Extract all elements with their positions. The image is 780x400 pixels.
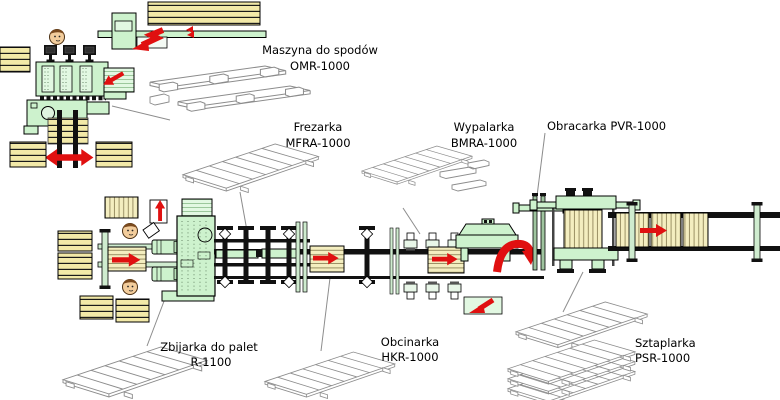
rail bbox=[214, 263, 310, 267]
label-wypalarka-name: Wypalarka bbox=[454, 120, 515, 134]
burning-section-wypalarka bbox=[359, 226, 465, 300]
flow-arrow-left-icon bbox=[187, 31, 194, 38]
label-zbijarka-name: Zbijarka do palet bbox=[160, 340, 258, 354]
machine-labels: Maszyna do spodów OMR-1000 Frezarka MFRA… bbox=[160, 43, 695, 369]
leader-line bbox=[111, 105, 171, 121]
nailing-machine-zbijarka bbox=[57, 196, 216, 323]
label-wypalarka-model: BMRA-1000 bbox=[451, 136, 517, 150]
label-sztaplarka-name: Sztaplarka bbox=[635, 336, 696, 350]
label-sztaplarka-model: PSR-1000 bbox=[635, 351, 690, 365]
label-obcinarka-name: Obcinarka bbox=[381, 335, 439, 349]
stacker-bottom-plate bbox=[553, 247, 619, 261]
turner-dome bbox=[458, 223, 517, 236]
sketch-block bbox=[149, 93, 170, 106]
label-obcinarka-model: HKR-1000 bbox=[381, 350, 438, 364]
stacker-sztaplarka bbox=[529, 188, 641, 273]
label-omr-model: OMR-1000 bbox=[290, 59, 350, 73]
leader-lines bbox=[111, 105, 584, 352]
presser-unit bbox=[151, 239, 181, 255]
lumber-stack bbox=[57, 230, 93, 252]
output-conveyor bbox=[608, 201, 780, 263]
gate-post bbox=[295, 221, 301, 293]
flow-arrow-left-icon bbox=[186, 26, 193, 33]
label-obracarka: Obracarka PVR-1000 bbox=[547, 119, 666, 133]
board-piece bbox=[142, 221, 161, 239]
leader-line bbox=[402, 207, 421, 235]
presser-unit bbox=[151, 266, 181, 282]
infeed-conveyor bbox=[97, 30, 267, 38]
lumber-stack bbox=[9, 141, 47, 168]
label-omr-name: Maszyna do spodów bbox=[262, 43, 378, 57]
worker-head-icon bbox=[122, 278, 138, 295]
leader-line bbox=[562, 271, 584, 313]
lumber-stack bbox=[147, 1, 261, 26]
label-frezarka-model: MFRA-1000 bbox=[285, 136, 350, 150]
rail bbox=[608, 246, 780, 251]
pallet-block bbox=[309, 245, 345, 273]
pusher-cylinder bbox=[215, 249, 259, 259]
frame-post bbox=[389, 227, 394, 295]
lumber-stack bbox=[0, 46, 31, 73]
lumber-stack bbox=[95, 141, 133, 168]
label-frezarka-name: Frezarka bbox=[294, 120, 343, 134]
stacked-pallets bbox=[682, 212, 709, 248]
lumber-stack bbox=[57, 252, 93, 280]
main-rail bbox=[214, 249, 544, 255]
machine-body bbox=[176, 215, 216, 297]
rail bbox=[214, 276, 544, 279]
leader-line bbox=[320, 277, 331, 352]
bolt-arrow-icon bbox=[140, 27, 165, 48]
lumber-stack bbox=[115, 298, 150, 323]
label-zbijarka-model: R-1100 bbox=[191, 355, 232, 369]
gate-post bbox=[302, 221, 308, 293]
lumber-stack bbox=[79, 295, 114, 320]
leader-line bbox=[536, 132, 546, 197]
sketch-loose-skids bbox=[439, 159, 490, 192]
u-turn-arrow-icon bbox=[493, 239, 534, 273]
milling-section-frezarka bbox=[214, 221, 544, 293]
bottom-boards-machine-omr bbox=[0, 1, 267, 168]
board-stack bbox=[104, 196, 139, 219]
leader-line bbox=[146, 295, 167, 347]
worker-head-icon bbox=[49, 28, 65, 45]
rail bbox=[214, 239, 310, 243]
board-stack bbox=[47, 117, 89, 145]
worker-head-icon bbox=[122, 222, 138, 239]
pallet-stack-in-stacker bbox=[563, 209, 603, 249]
frame-post bbox=[395, 227, 400, 295]
stacker-top-plate bbox=[555, 195, 617, 210]
product-sketches bbox=[62, 65, 648, 400]
